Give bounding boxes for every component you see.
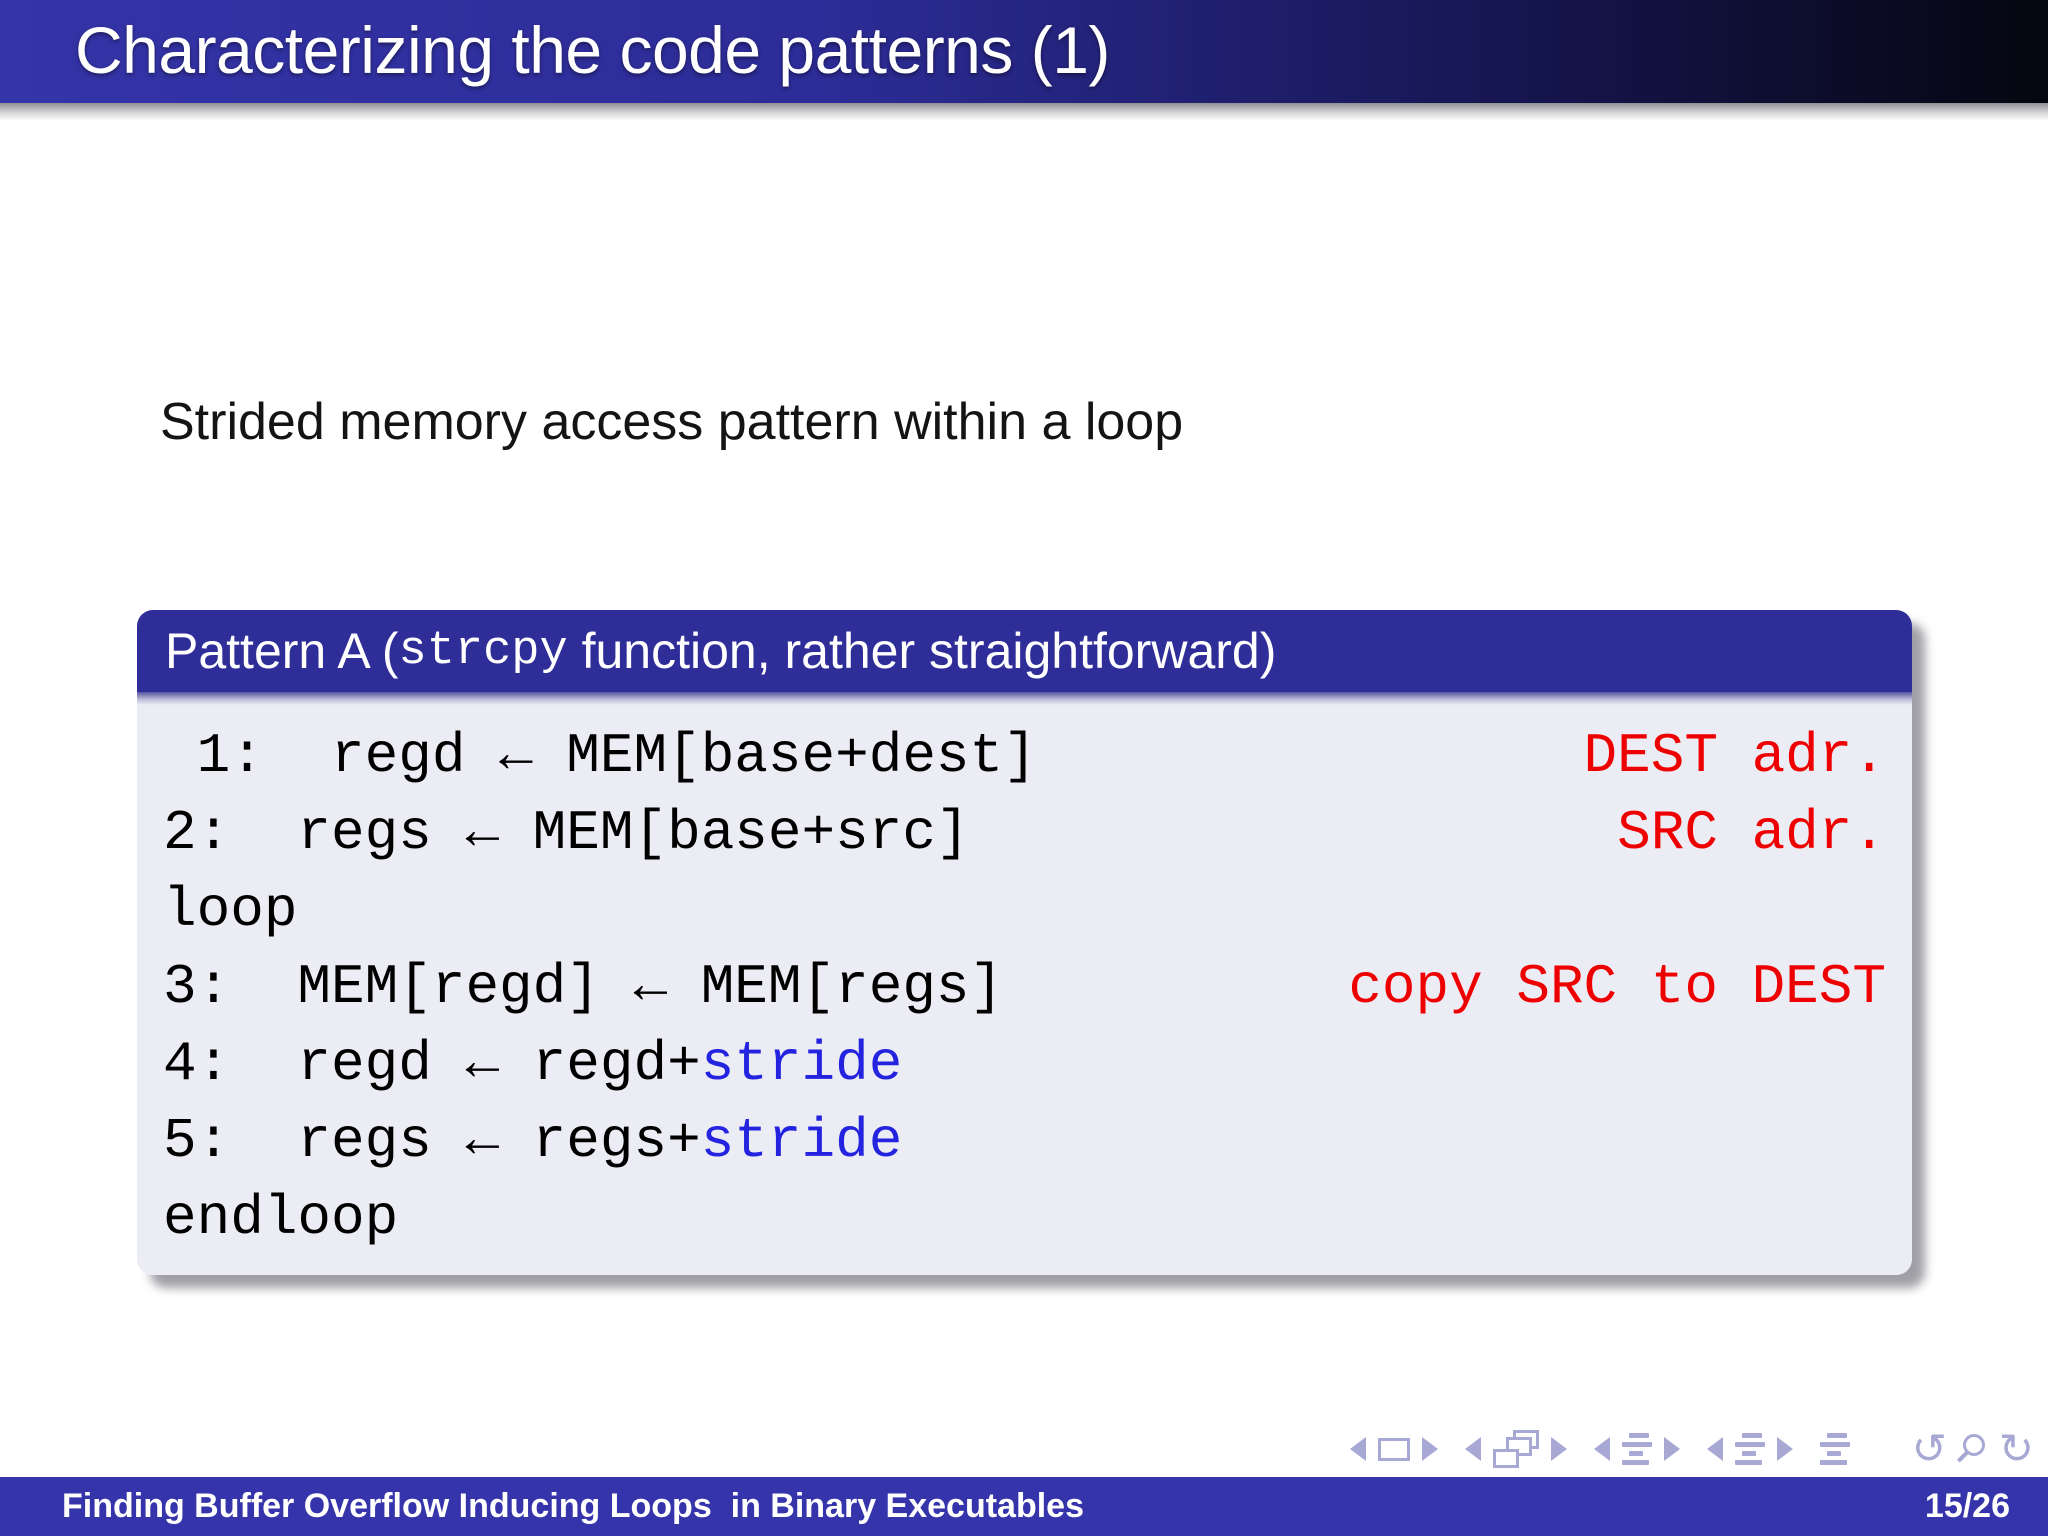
nav-group-section bbox=[1706, 1433, 1793, 1465]
block-title-code: strcpy bbox=[398, 624, 568, 678]
code-line-5: 4: regd ← regd+stride bbox=[163, 1026, 1886, 1103]
code-comment: copy SRC to DEST bbox=[1348, 955, 1886, 1019]
code-text: 4: regd ← regd+ bbox=[163, 1032, 701, 1096]
code-line-6: 5: regs ← regs+stride bbox=[163, 1103, 1886, 1180]
prev-subsection-icon[interactable] bbox=[1593, 1437, 1610, 1461]
nav-group-document bbox=[1819, 1433, 1850, 1465]
code-text: 5: regs ← regs+ bbox=[163, 1109, 701, 1173]
code-comment: SRC adr. bbox=[1617, 801, 1886, 865]
prev-section-icon[interactable] bbox=[1706, 1437, 1723, 1461]
frame-title: Characterizing the code patterns (1) bbox=[75, 13, 1110, 87]
code-line-7: endloop bbox=[163, 1180, 1886, 1257]
block-title-fade bbox=[137, 692, 1912, 705]
block-title-suffix: function, rather straightforward) bbox=[567, 623, 1277, 679]
subsection-icon[interactable] bbox=[1621, 1433, 1652, 1465]
beamer-navigation-bar: ↺ ↻ bbox=[1349, 1428, 2034, 1470]
code-line-3: loop bbox=[163, 872, 1886, 949]
code-text: 2: regs ← MEM[base+src] bbox=[163, 801, 970, 865]
nav-group-frame bbox=[1464, 1430, 1567, 1468]
nav-group-slide bbox=[1349, 1437, 1438, 1461]
block-title: Pattern A (strcpy function, rather strai… bbox=[137, 610, 1912, 692]
footline-title: Finding Buffer Overflow Inducing Loops i… bbox=[62, 1487, 1084, 1525]
page-number: 15/26 bbox=[1924, 1487, 2010, 1525]
code-text: loop bbox=[163, 878, 298, 942]
prev-frame-icon[interactable] bbox=[1464, 1437, 1481, 1461]
back-icon[interactable]: ↺ bbox=[1911, 1424, 1947, 1473]
pattern-a-block: Pattern A (strcpy function, rather strai… bbox=[137, 610, 1912, 1275]
next-slide-icon[interactable] bbox=[1421, 1437, 1438, 1461]
next-section-icon[interactable] bbox=[1776, 1437, 1793, 1461]
code-line-4: 3: MEM[regd] ← MEM[regs] copy SRC to DES… bbox=[163, 949, 1886, 1026]
prev-slide-icon[interactable] bbox=[1349, 1437, 1366, 1461]
next-subsection-icon[interactable] bbox=[1663, 1437, 1680, 1461]
block-body: 1: regd ← MEM[base+dest] DEST adr. 2: re… bbox=[137, 705, 1912, 1275]
code-line-1: 1: regd ← MEM[base+dest] DEST adr. bbox=[163, 718, 1886, 795]
document-icon[interactable] bbox=[1819, 1433, 1850, 1465]
nav-group-subsection bbox=[1593, 1433, 1680, 1465]
nav-group-history: ↺ ↻ bbox=[1912, 1428, 2034, 1470]
code-highlight: stride bbox=[700, 1032, 903, 1096]
block-title-prefix: Pattern A ( bbox=[165, 623, 399, 679]
forward-icon[interactable]: ↻ bbox=[1998, 1424, 2034, 1473]
code-text: endloop bbox=[163, 1186, 399, 1250]
frame-title-bar: Characterizing the code patterns (1) bbox=[0, 0, 2048, 103]
frame-title-shadow bbox=[0, 103, 2048, 121]
next-frame-icon[interactable] bbox=[1550, 1437, 1567, 1461]
code-text: 1: regd ← MEM[base+dest] bbox=[163, 724, 1037, 788]
code-comment: DEST adr. bbox=[1583, 724, 1886, 788]
section-icon[interactable] bbox=[1734, 1433, 1765, 1465]
slide-icon[interactable] bbox=[1377, 1437, 1410, 1461]
search-icon[interactable] bbox=[1962, 1434, 1985, 1456]
code-highlight: stride bbox=[700, 1109, 903, 1173]
frames-icon[interactable] bbox=[1492, 1430, 1539, 1468]
code-text: 3: MEM[regd] ← MEM[regs] bbox=[163, 955, 1004, 1019]
footline-bar: Finding Buffer Overflow Inducing Loops i… bbox=[0, 1477, 2048, 1536]
lead-text: Strided memory access pattern within a l… bbox=[160, 393, 1184, 451]
code-line-2: 2: regs ← MEM[base+src] SRC adr. bbox=[163, 795, 1886, 872]
